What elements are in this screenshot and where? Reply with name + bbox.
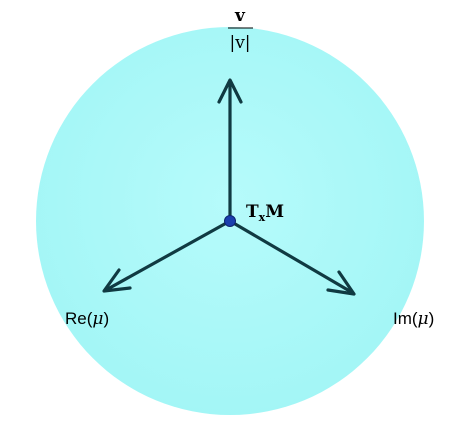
label-re-mu: Re(μ) [65,309,109,329]
arrow-up-head [217,78,243,104]
arrow-right-head [326,270,356,296]
label-top-denominator: |v| [229,33,250,53]
arrow-left-shaft [104,219,232,292]
label-tangent-space: TxM [246,202,284,224]
label-top-numerator: v [234,6,246,26]
arrow-left-head [102,268,132,293]
arrow-right-shaft [228,219,355,295]
label-im-mu: Im(μ) [393,309,434,329]
base-point [224,215,236,227]
